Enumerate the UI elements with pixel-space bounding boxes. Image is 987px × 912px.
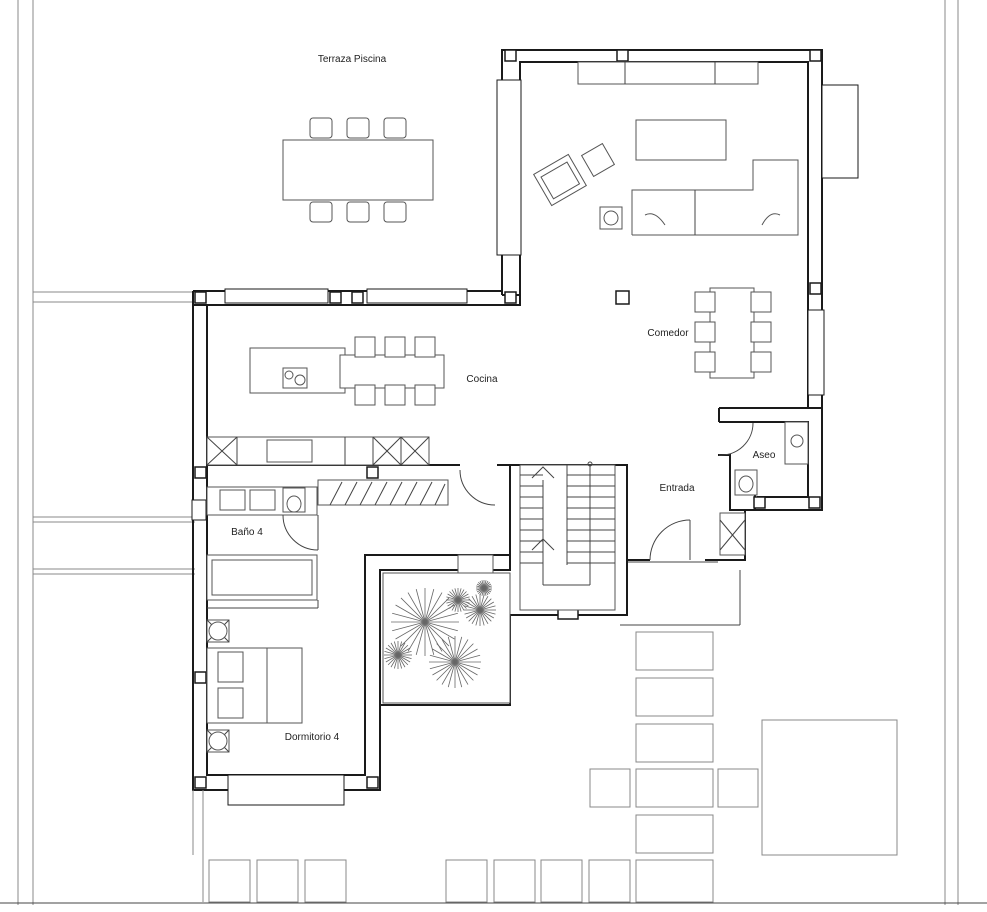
bedroom-4-furniture xyxy=(206,600,319,753)
entrance-doors xyxy=(628,422,754,563)
plant-icon xyxy=(384,641,412,669)
plant-icon xyxy=(429,636,481,688)
structural-columns xyxy=(194,49,822,789)
windows xyxy=(191,79,859,806)
bathroom-4-fixtures xyxy=(206,469,496,601)
label-comedor: Comedor xyxy=(647,328,689,339)
label-dormitorio-4: Dormitorio 4 xyxy=(285,732,340,743)
staircase xyxy=(519,461,616,611)
aseo-fixtures xyxy=(734,421,809,496)
living-room-furniture xyxy=(532,61,799,236)
label-cocina: Cocina xyxy=(466,374,498,385)
exterior-paving xyxy=(192,631,898,903)
label-terraza-piscina: Terraza Piscina xyxy=(318,54,387,65)
plant-icon xyxy=(446,588,470,612)
patio-plants xyxy=(382,572,511,704)
kitchen-furniture xyxy=(206,336,445,466)
label-bano-4: Baño 4 xyxy=(231,527,263,538)
plant-icon xyxy=(391,588,459,656)
plant-icon xyxy=(464,594,496,626)
plant-icon xyxy=(476,580,492,596)
dining-furniture xyxy=(694,287,772,379)
label-entrada: Entrada xyxy=(659,483,694,494)
wardrobe-hatch xyxy=(329,481,446,506)
terrace-dining-set xyxy=(282,117,434,223)
patio-planter xyxy=(382,572,511,704)
label-aseo: Aseo xyxy=(753,450,776,461)
patio-step xyxy=(457,554,494,574)
